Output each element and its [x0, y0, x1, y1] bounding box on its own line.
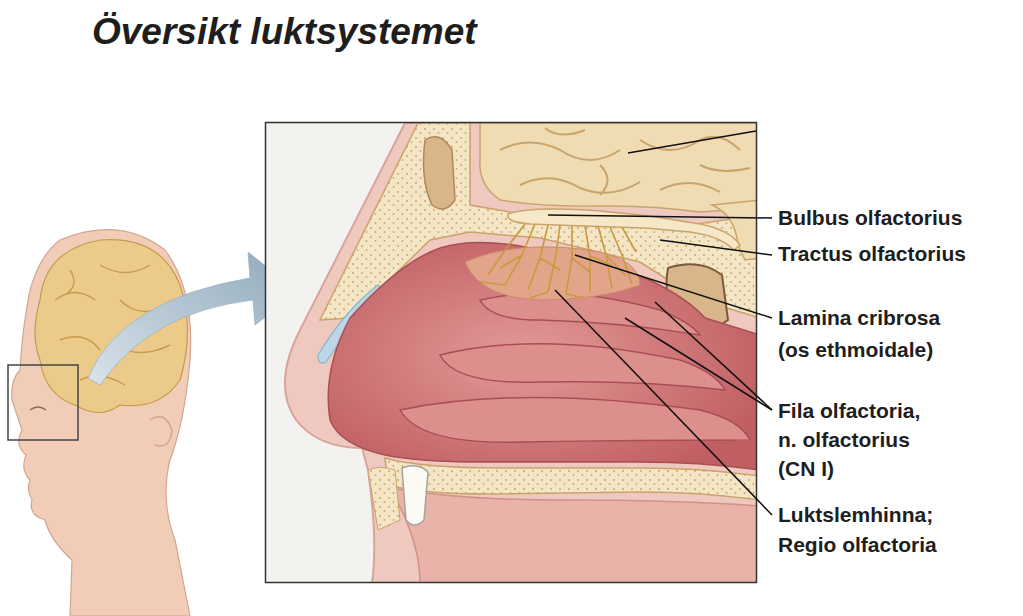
focus-box: [8, 365, 78, 440]
part-label: Lamina cribrosa (os ethmoidale): [778, 302, 968, 366]
part-label: Bulbus olfactorius: [778, 203, 962, 233]
part-label: Luktslemhinna; Regio olfactoria: [778, 500, 968, 560]
nasal-section: [266, 123, 756, 582]
leader-lines: [548, 131, 772, 515]
part-label: Tractus olfactorius: [778, 239, 966, 269]
diagram-title: Översikt luktsystemet: [92, 10, 477, 54]
part-label: Fila olfactoria, n. olfactorius (CN I): [778, 396, 938, 483]
head-figure: [12, 230, 191, 616]
